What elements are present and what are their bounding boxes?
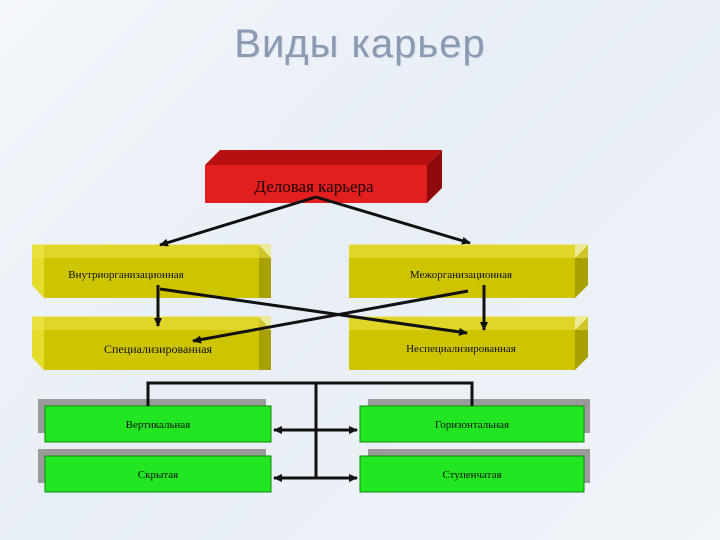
tier1-node-top [349, 244, 588, 258]
tier1-node-specialized: Специализированная [32, 316, 271, 370]
tier1-node-label: Специализированная [104, 342, 213, 356]
tier1-node-top [32, 244, 271, 258]
tier2-node-vertical: Вертикальная [38, 399, 272, 443]
tier2-node-face [44, 455, 272, 493]
connector-root-to-intraorg [159, 195, 317, 247]
tier1-node-intraorg: Внутриорганизационная [32, 244, 271, 298]
tier1-node-right-bevel [259, 317, 271, 370]
tier1-node-top [32, 316, 271, 330]
tier1-node-left-bevel [32, 245, 44, 298]
tier2-node-label: Вертикальная [126, 419, 191, 431]
tier2-node-hidden: Скрытая [38, 449, 272, 493]
root-node-label: Деловая карьера [254, 177, 374, 196]
tier2-node-face [359, 455, 585, 493]
root-node-side [427, 150, 442, 203]
tier2-node-horizontal: Горизонтальная [359, 399, 590, 443]
tier1-node-right-bevel [575, 245, 588, 298]
root-node-top [205, 150, 442, 165]
tier1-node-nonspecialized: Неспециализированная [349, 316, 588, 370]
tier1-node-interorg: Межорганизационная [349, 244, 588, 298]
connector-intraorg-to-nonspecialized [159, 287, 468, 336]
tier1-node-top [349, 316, 588, 330]
tier1-node-right-bevel [575, 317, 588, 370]
connectors [146, 195, 488, 482]
tier2-node-stepped: Ступенчатая [359, 449, 590, 493]
root-node-face [205, 165, 427, 203]
tier2-node-label: Ступенчатая [442, 469, 501, 481]
connector-interorg-to-specialized [192, 289, 469, 344]
tier1-node-left-bevel [32, 317, 44, 370]
tier2-node-face [44, 405, 272, 443]
tier1-node-right-bevel [259, 245, 271, 298]
tier1-node-label: Межорганизационная [410, 269, 512, 281]
connector-bracket [146, 381, 474, 406]
connector-root-to-interorg [315, 195, 471, 245]
tier2-node-label: Скрытая [138, 469, 178, 481]
tier2-node-label: Горизонтальная [435, 419, 509, 431]
tier2-node-face [359, 405, 585, 443]
tier1-node-label: Неспециализированная [406, 343, 516, 355]
root-node: Деловая карьера [205, 150, 442, 203]
slide-title: Виды карьер [234, 22, 486, 66]
tier1-node-label: Внутриорганизационная [68, 269, 183, 281]
